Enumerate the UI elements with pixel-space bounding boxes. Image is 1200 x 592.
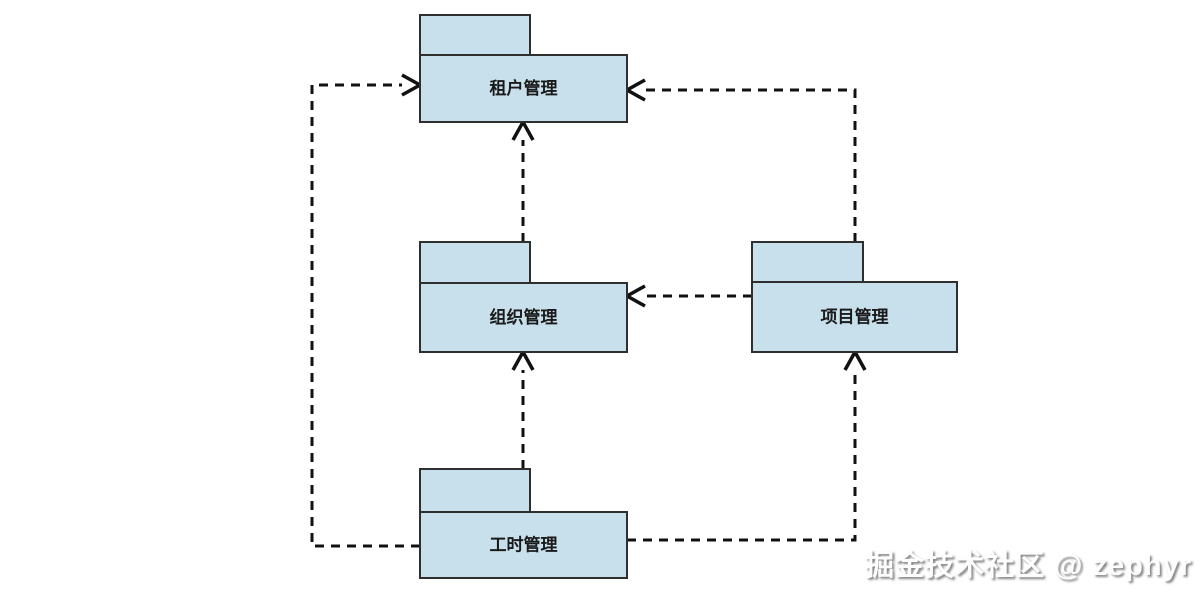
package-label: 租户管理 (490, 78, 558, 98)
watermark-text: 掘金技术社区 @ zephyr (865, 550, 1192, 582)
package-tenant: 租户管理 (419, 14, 628, 123)
package-tab (419, 468, 531, 513)
package-tab (751, 241, 864, 283)
connector-hours-to-tenant (310, 73, 424, 548)
package-body (751, 281, 958, 353)
dependency-arrowhead-icon (623, 284, 646, 308)
package-project: 项目管理 (751, 241, 958, 353)
connector-hours-to-project (627, 348, 867, 542)
connector-org-to-tenant (511, 118, 535, 242)
dependency-arrowhead-icon (843, 348, 867, 371)
package-org: 组织管理 (419, 241, 628, 353)
connector-project-to-org (623, 284, 752, 308)
dependency-arrowhead-icon (511, 118, 535, 141)
package-label: 组织管理 (490, 307, 558, 327)
connector-hours-to-org (511, 348, 535, 469)
package-hours: 工时管理 (419, 468, 628, 579)
connector-project-to-tenant (623, 78, 857, 242)
dependency-arrowhead-icon (623, 78, 646, 102)
package-body (419, 54, 628, 123)
package-body (419, 282, 628, 353)
package-body (419, 511, 628, 579)
package-label: 工时管理 (490, 535, 558, 555)
package-tab (419, 241, 531, 284)
dependency-arrowhead-icon (401, 73, 424, 97)
package-label: 项目管理 (821, 307, 889, 327)
dependency-arrowhead-icon (511, 348, 535, 371)
package-tab (419, 14, 531, 56)
